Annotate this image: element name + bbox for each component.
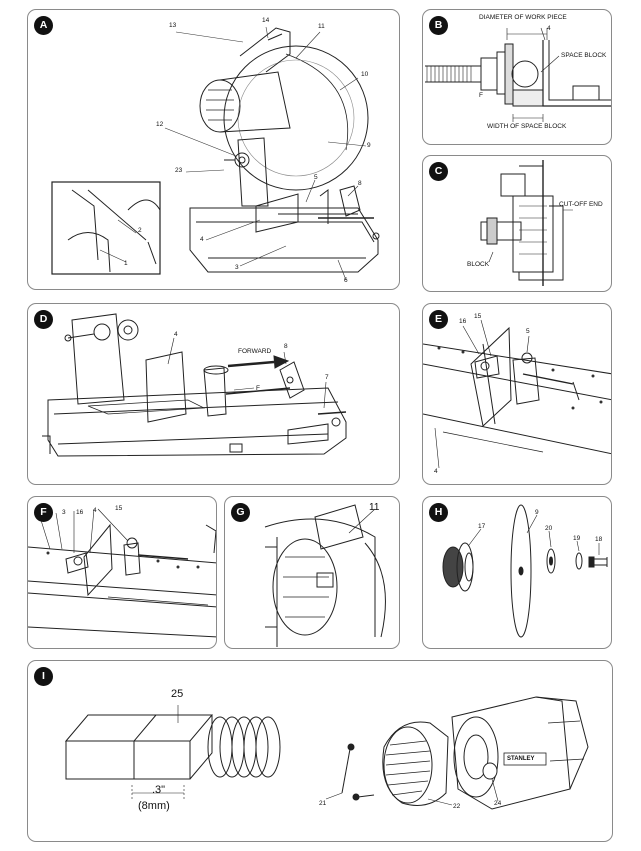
label-f-3: 3 [62, 509, 66, 516]
panel-h-badge: H [429, 503, 448, 522]
space-block-drawing [425, 27, 611, 122]
label-e-16: 16 [459, 318, 467, 325]
panel-b-badge: B [429, 16, 448, 35]
label-a-6: 6 [344, 277, 348, 284]
spindle-lock-drawing [264, 504, 386, 647]
panel-d: D [27, 303, 400, 485]
panel-d-badge: D [34, 310, 53, 329]
panel-c-badge: C [429, 162, 448, 181]
panel-f: F 3 16 4 15 [27, 496, 217, 649]
panel-c: C CUT-OFF END BLOCK [422, 155, 612, 292]
panel-g: G 11 [224, 496, 400, 649]
label-e-5: 5 [526, 328, 530, 335]
label-d-7: 7 [325, 374, 329, 381]
label-c-cutoff: CUT-OFF END [559, 201, 603, 208]
label-a-11: 11 [318, 23, 325, 30]
label-d-f: F [256, 385, 260, 392]
label-b-f: F [479, 92, 483, 99]
label-b-space-block: SPACE BLOCK [561, 52, 607, 59]
blade-assembly-exploded-drawing [442, 504, 608, 638]
label-a-5: 5 [314, 174, 318, 181]
label-b-4: 4 [547, 25, 551, 32]
label-h-9: 9 [535, 509, 539, 516]
panel-e-badge: E [429, 310, 448, 329]
label-i-brand: STANLEY [507, 756, 535, 762]
label-h-19: 19 [573, 535, 581, 542]
brush-replacement-drawing [64, 696, 589, 810]
label-a-12: 12 [156, 121, 164, 128]
label-d-8: 8 [284, 343, 288, 350]
label-a-9: 9 [367, 142, 371, 149]
label-e-15: 15 [474, 313, 482, 320]
label-i-25: 25 [171, 688, 184, 700]
label-f-4: 4 [93, 507, 97, 514]
panel-i-badge: I [34, 667, 53, 686]
label-b-diameter: DIAMETER OF WORK PIECE [479, 14, 567, 21]
label-i-24: 24 [494, 800, 502, 807]
miter-saw-overview-drawing [51, 26, 380, 281]
label-g-11: 11 [369, 502, 380, 513]
panel-b: B DIAMETER OF WORK PIECE 4 SPACE BLOCK F… [422, 9, 612, 145]
panel-a-badge: A [34, 16, 53, 35]
label-h-18: 18 [595, 536, 603, 543]
label-d-4: 4 [174, 331, 178, 338]
panel-h: H 17 9 20 19 18 [422, 496, 612, 649]
label-a-1: 1 [124, 260, 128, 267]
label-f-16: 16 [76, 509, 84, 516]
label-a-13: 13 [169, 22, 177, 29]
label-a-4: 4 [200, 236, 204, 243]
label-i-dim-in: .3" [152, 784, 166, 796]
workpiece-clamp-drawing [42, 313, 347, 457]
label-a-14: 14 [262, 17, 270, 24]
panel-f-badge: F [34, 503, 53, 522]
label-a-3: 3 [235, 264, 239, 271]
panel-i: I [27, 660, 613, 842]
label-a-23: 23 [175, 167, 183, 174]
panel-g-badge: G [231, 503, 250, 522]
label-a-2: 2 [138, 227, 142, 234]
label-a-8: 8 [358, 180, 362, 187]
label-d-forward: FORWARD [238, 348, 272, 355]
fence-bolts-drawing [28, 508, 216, 638]
cut-off-block-drawing [480, 160, 573, 286]
label-a-10: 10 [361, 71, 369, 78]
label-e-4: 4 [434, 468, 438, 475]
panel-e: E 16 15 5 4 [422, 303, 612, 485]
label-b-width: WIDTH OF SPACE BLOCK [487, 123, 567, 130]
label-i-dim-mm: (8mm) [138, 800, 170, 812]
panel-a: A [27, 9, 400, 290]
label-f-15: 15 [115, 505, 123, 512]
label-c-block: BLOCK [467, 261, 490, 268]
fence-adjust-closeup-drawing [423, 319, 611, 469]
label-i-22: 22 [453, 803, 461, 810]
label-h-17: 17 [478, 523, 486, 530]
label-i-21: 21 [319, 800, 327, 807]
label-h-20: 20 [545, 525, 553, 532]
